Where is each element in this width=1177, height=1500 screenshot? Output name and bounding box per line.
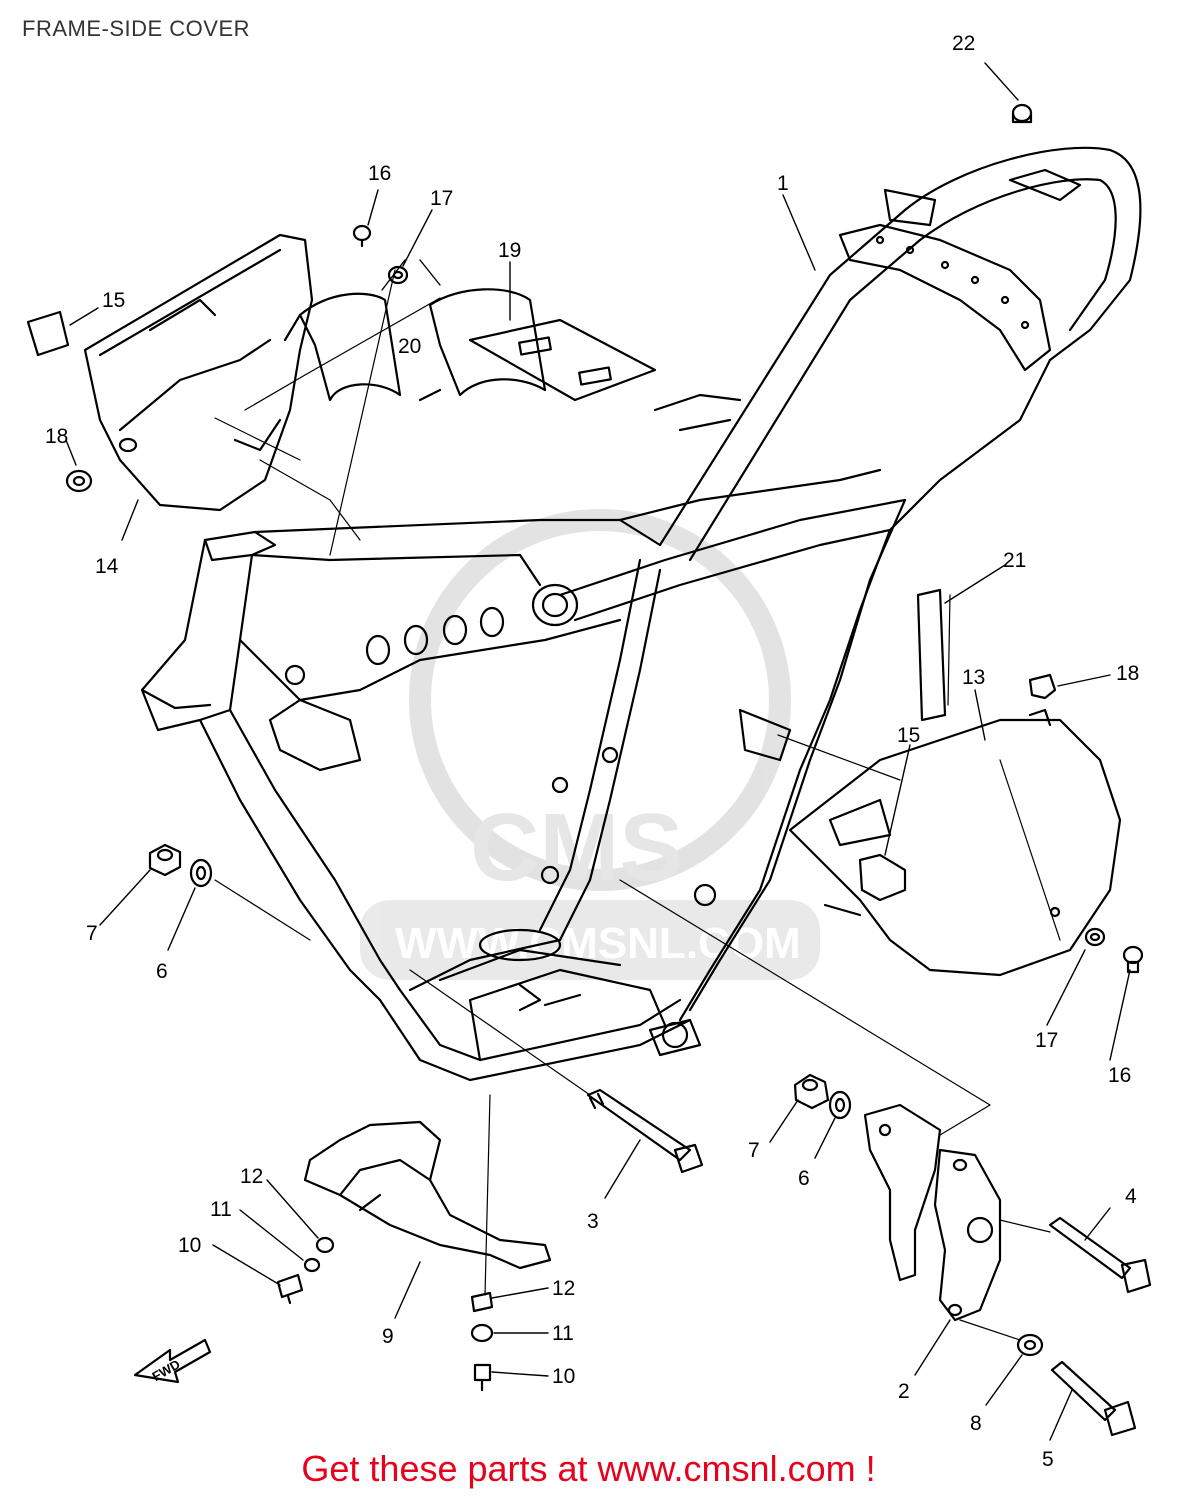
callout-labels: 22 1 16 17 19 15 20 18 14 21 13 18 15 7 … xyxy=(45,32,1139,1471)
washer-part-11-lower xyxy=(470,1323,494,1343)
fwd-arrow-icon xyxy=(133,1338,212,1384)
page-title: FRAME-SIDE COVER xyxy=(22,16,251,41)
side-cover-left-part-14 xyxy=(83,233,314,512)
callout-7-right: 7 xyxy=(748,1139,760,1162)
callout-1: 1 xyxy=(777,172,789,195)
bracket-part-21 xyxy=(916,588,947,722)
callout-17-right: 17 xyxy=(1035,1029,1058,1052)
plate-part-19 xyxy=(468,318,657,402)
callout-4: 4 xyxy=(1125,1185,1137,1208)
callout-11-lower: 11 xyxy=(552,1322,574,1345)
callout-9: 9 xyxy=(382,1325,394,1348)
callout-19: 19 xyxy=(498,239,521,262)
nut-part-18-left xyxy=(65,469,93,493)
washer-part-11-upper xyxy=(303,1257,321,1273)
callout-16-right: 16 xyxy=(1108,1064,1131,1087)
promo-link-text[interactable]: Get these parts at www.cmsnl.com ! xyxy=(301,1448,876,1489)
grommet-part-15-left xyxy=(26,310,70,357)
bolt-part-16-top xyxy=(352,224,372,248)
side-cover-right-part-13 xyxy=(788,708,1122,977)
callout-16-top: 16 xyxy=(368,162,391,185)
callout-20: 20 xyxy=(398,335,421,358)
callout-14: 14 xyxy=(95,555,119,578)
bolt-part-5 xyxy=(1050,1360,1137,1437)
callout-5: 5 xyxy=(1042,1448,1054,1471)
callout-6-right: 6 xyxy=(798,1167,810,1190)
callout-22: 22 xyxy=(952,32,975,55)
callout-15-left: 15 xyxy=(102,289,125,312)
callout-12-upper: 12 xyxy=(240,1165,263,1188)
nut-part-22 xyxy=(1011,103,1033,124)
callout-12-lower: 12 xyxy=(552,1277,575,1300)
nut-part-12-upper xyxy=(315,1236,335,1254)
callout-2: 2 xyxy=(898,1380,910,1403)
bolt-part-10-upper xyxy=(276,1273,304,1305)
nut-part-7-right xyxy=(793,1073,830,1110)
skid-plate-part-9 xyxy=(303,1120,552,1270)
callout-17-top: 17 xyxy=(430,187,453,210)
washer-part-8 xyxy=(1016,1333,1044,1357)
washer-part-6-right xyxy=(828,1090,852,1120)
watermark-url-text: WWW.CMSNL.COM xyxy=(395,919,801,968)
frame-part-1 xyxy=(140,146,1142,1082)
bolt-part-4 xyxy=(1048,1216,1152,1294)
callout-8: 8 xyxy=(970,1412,982,1435)
pad-part-20 xyxy=(283,288,547,402)
leader-lines xyxy=(65,62,1131,1441)
bolt-part-3 xyxy=(586,1088,704,1174)
callout-18-right: 18 xyxy=(1116,662,1139,685)
callout-18-left: 18 xyxy=(45,425,68,448)
bolt-part-16-right xyxy=(1122,945,1144,974)
engine-bracket-part-2 xyxy=(863,1103,1002,1322)
bolt-part-10-lower xyxy=(473,1363,492,1392)
nut-part-18-right xyxy=(1028,673,1057,700)
washer-part-17-right xyxy=(1084,927,1106,947)
nut-part-7-left xyxy=(148,843,182,877)
callout-11-upper: 11 xyxy=(210,1198,232,1221)
callout-10-upper: 10 xyxy=(178,1234,201,1257)
callout-6-left: 6 xyxy=(156,960,168,983)
callout-13: 13 xyxy=(962,666,985,689)
callout-7-left: 7 xyxy=(86,922,98,945)
callout-15-right: 15 xyxy=(897,724,920,747)
nut-part-12-lower xyxy=(470,1291,494,1313)
callout-3: 3 xyxy=(587,1210,599,1233)
washer-part-6-left xyxy=(189,858,213,888)
callout-10-lower: 10 xyxy=(552,1365,575,1388)
callout-21: 21 xyxy=(1003,549,1026,572)
center-lines xyxy=(214,269,1061,1341)
